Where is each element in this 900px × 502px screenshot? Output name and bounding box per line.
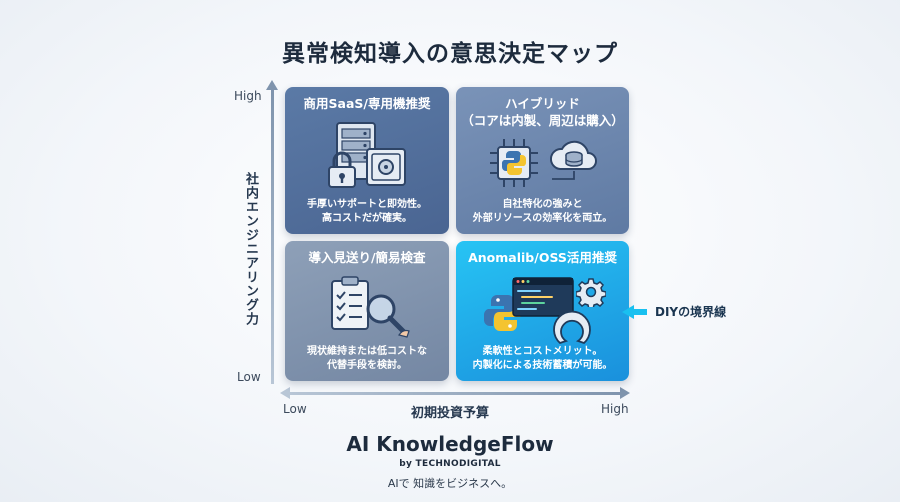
diy-boundary-arrow-shaft: [633, 309, 647, 315]
quadrant-description-line2: 代替手段を検討。: [327, 360, 407, 371]
brand-tagline: AIで 知識をビジネスへ。: [387, 477, 513, 490]
x-axis-arrow: [280, 387, 630, 399]
quadrant-description-line1: 現状維持または低コストな: [307, 346, 427, 357]
diy-boundary-arrow-icon: [622, 305, 634, 319]
quadrant-title: 導入見送り/簡易検査: [308, 250, 426, 265]
quadrant-postpone: 導入見送り/簡易検査 現状維持または低コストな 代替手段を検討。: [285, 241, 449, 381]
y-axis-arrow: [266, 80, 278, 384]
quadrant-description-line1: 手厚いサポートと即効性。: [307, 199, 427, 210]
quadrant-description-line2: 内製化による技術蓄積が可能。: [472, 360, 613, 371]
quadrant-description-line2: 高コストだが確実。: [322, 213, 412, 224]
quadrant-description-line1: 自社特化の強みと: [502, 199, 583, 210]
chip-icon: [490, 139, 538, 187]
y-axis-title: 社内エンジニアリング力: [243, 172, 258, 326]
quadrant-description-line1: 柔軟性とコストメリット。: [482, 346, 603, 357]
quadrant-title-line2: （コアは内製、周辺は購入）: [461, 113, 624, 128]
brand-name: AI KnowledgeFlow: [346, 432, 554, 456]
quadrant-title: Anomalib/OSS活用推奨: [468, 250, 617, 265]
diy-boundary-label: DIYの境界線: [655, 305, 727, 319]
x-axis-high-label: High: [601, 402, 629, 416]
gear-icon: [576, 278, 606, 307]
y-axis-low-label: Low: [237, 370, 261, 384]
python-icon: [501, 151, 527, 175]
x-axis-title: 初期投資予算: [410, 406, 489, 421]
x-axis-low-label: Low: [283, 402, 307, 416]
open-source-icon: [553, 310, 591, 345]
cloud-database-icon: [550, 140, 597, 180]
y-axis-high-label: High: [234, 89, 262, 103]
safe-icon: [366, 148, 406, 186]
padlock-icon: [328, 151, 356, 188]
quadrant-anomalib-oss: Anomalib/OSS活用推奨 柔軟性とコストメリット。 内製化による技術蓄積…: [456, 241, 629, 381]
quadrant-title-line1: ハイブリッド: [505, 96, 580, 111]
page-title: 異常検知導入の意思決定マップ: [282, 41, 618, 67]
brand-subtitle: by TECHNODIGITAL: [399, 459, 501, 469]
quadrant-title: 商用SaaS/専用機推奨: [303, 96, 431, 111]
quadrant-hybrid: ハイブリッド （コアは内製、周辺は購入） 自社特化の強みと 外部リソースの効率化…: [456, 87, 629, 234]
quadrant-commercial-saas: 商用SaaS/専用機推奨 手厚いサポートと即効性。 高コストだが確実。: [285, 87, 449, 234]
quadrant-description-line2: 外部リソースの効率化を両立。: [472, 213, 613, 224]
magnifier-icon: [366, 294, 410, 338]
code-editor-icon: [512, 277, 574, 317]
